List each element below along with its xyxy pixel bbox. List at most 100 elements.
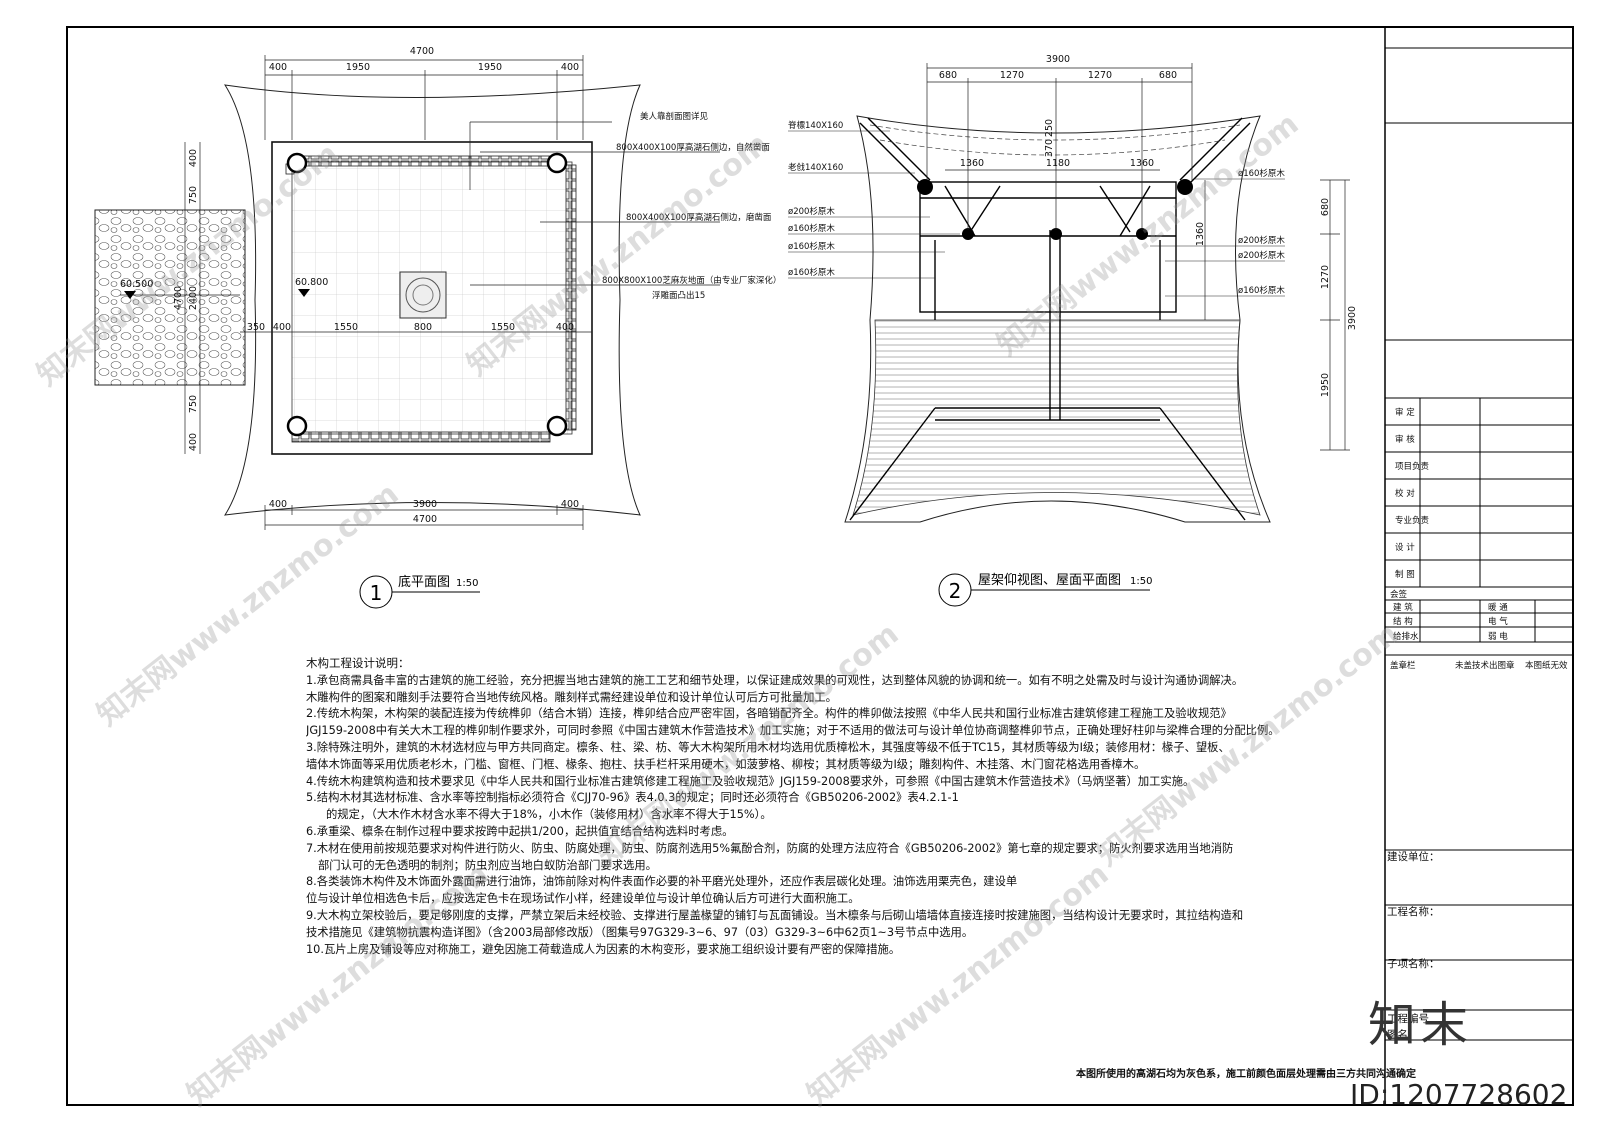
- tb-cs-2-1: 弱 电: [1488, 631, 1508, 642]
- plan2-dim-right-1: 1270: [1320, 265, 1331, 289]
- plan1-dim-center-4: 1550: [491, 322, 515, 333]
- plan1-dim-top-0: 400: [269, 62, 287, 73]
- plan2-dim-text: 3900 680 1270 1270 680 1360 1180 1360 37…: [939, 54, 1358, 397]
- plan2-dim-right-0: 680: [1320, 198, 1331, 216]
- plan1-dim-top-total: 4700: [410, 46, 434, 57]
- tb-role-6: 制 图: [1395, 569, 1415, 580]
- plan2-label-left-0: 脊標140X160: [788, 120, 843, 131]
- design-notes: 木构工程设计说明： 1.承包商需具备丰富的古建筑的施工经验，充分把握当地古建筑的…: [306, 655, 1356, 958]
- tb-project-label: 工程名称：: [1387, 905, 1440, 918]
- plan1-title-group: 1 底平面图 1:50: [359, 574, 480, 609]
- plan2-label-left-1: 老戗140X160: [788, 162, 843, 173]
- title-block-roles: 审 定 审 核 项目负责 校 对 专业负责 设 计 制 图 会签 建 筑 暖 通…: [1390, 407, 1568, 671]
- plan2-label-leaders: [788, 130, 1285, 297]
- plan2-dim-right-inner: 1360: [1195, 222, 1206, 246]
- notes-line: 的规定，（大木作木材含水率不得大于18%，小木作（装修用材）含水率不得大于15%…: [326, 808, 772, 822]
- plan1-dim-bottom-total: 4700: [413, 514, 437, 525]
- plan1-dim-text: 4700 400 1950 1950 400 400 3900 400 4700…: [120, 46, 579, 525]
- plan1-dim-bottom-1: 3900: [413, 499, 437, 510]
- plan2-dim-top-3: 680: [1159, 70, 1177, 81]
- tb-cs-1-0: 结 构: [1393, 616, 1413, 627]
- footnote: 本图所使用的高湖石均为灰色系，施工前颜色面层处理需由三方共同沟通确定: [1076, 1069, 1416, 1080]
- notes-line: JGJ159-2008中有关大木工程的榫卯制作要求外，可同时参照《中国古建筑木作…: [306, 724, 1280, 738]
- plan2-dim-inner-1: 1180: [1046, 158, 1070, 169]
- notes-line: 2.传统木构架，木构架的装配连接为传统榫卯（结合木销）连接，榫卯结合应严密牢固，…: [306, 707, 1232, 721]
- plan2-dim-inner-0: 1360: [960, 158, 984, 169]
- plan2-dim-vertical-small: 370: [1044, 139, 1055, 157]
- notes-title: 木构工程设计说明：: [306, 656, 410, 670]
- tb-role-0: 审 定: [1395, 407, 1415, 418]
- plan1-callout-0: 美人靠剖面图详见: [640, 111, 709, 122]
- plan2-dim-right-total: 3900: [1347, 306, 1358, 330]
- plan1-dim-center-5: 400: [556, 322, 574, 333]
- plan2-title: 屋架仰视图、屋面平面图: [978, 573, 1121, 588]
- tb-role-4: 专业负责: [1395, 515, 1430, 526]
- plan1-title: 底平面图: [398, 574, 450, 590]
- notes-line: 4.传统木构建筑构造和技术要求见《中华人民共和国行业标准古建筑修建工程施工及验收…: [306, 774, 1195, 788]
- tb-subitem-label: 子项名称：: [1387, 957, 1440, 970]
- tb-role-2: 项目负责: [1395, 461, 1430, 472]
- tb-cs-1-1: 电 气: [1488, 616, 1508, 627]
- notes-line: 1.承包商需具备丰富的古建筑的施工经验，充分把握当地古建筑的施工工艺和细节处理，…: [306, 673, 1244, 687]
- tb-client-label: 建设单位：: [1387, 850, 1440, 863]
- plan2-dim-inner-2: 1360: [1130, 158, 1154, 169]
- floor-plan-1: [94, 55, 641, 530]
- tb-cs-0-1: 暖 通: [1488, 602, 1508, 613]
- notes-line: 墙体木饰面等采用优质老杉木，门槛、窗框、门框、椽条、抱柱、扶手栏杆采用硬木，如菠…: [306, 757, 1146, 771]
- plan2-dim-vertical-small2: 250: [1044, 119, 1055, 137]
- plan2-label-left-5: ø160杉原木: [788, 267, 835, 278]
- plan2-number: 2: [949, 579, 962, 603]
- tb-countersign-label: 会签: [1390, 589, 1408, 600]
- tb-role-5: 设 计: [1395, 542, 1415, 553]
- plan2-dim-top-1: 1270: [1000, 70, 1024, 81]
- notes-line: 9.大木构立架校验后，要足够刚度的支撑，严禁立架后未经校验、支撑进行屋盖椽望的铺…: [306, 908, 1244, 922]
- tb-project-no-label: 工程编号: [1387, 1012, 1429, 1025]
- notes-line: 木雕构件的图案和雕刻手法要符合当地传统风格。雕刻样式需经建设单位和设计单位认可后…: [306, 690, 837, 704]
- plan1-dim-center-3: 800: [414, 322, 432, 333]
- plan1-dim-left-total: 4700: [173, 286, 184, 310]
- plan1-callout-4: 浮雕面凸出15: [652, 290, 705, 301]
- notes-line: 技术措施见《建筑物抗震构造详图》（含2003局部修改版）（图集号97G329-3…: [306, 925, 974, 939]
- plan1-dim-left-3: 750: [188, 395, 199, 413]
- plan2-label-right-2: ø200杉原木: [1238, 250, 1285, 261]
- plan1-level-0: 60.500: [120, 279, 153, 290]
- plan1-dim-center-0: 350: [247, 322, 265, 333]
- plan2-labels: 脊標140X160 老戗140X160 ø200杉原木 ø160杉原木 ø160…: [788, 120, 1285, 296]
- plan1-dim-left-1: 750: [188, 186, 199, 204]
- plan1-dim-top-1: 1950: [346, 62, 370, 73]
- plan2-dim-top-0: 680: [939, 70, 957, 81]
- plan1-level-markers: [124, 289, 310, 299]
- tb-cs-2-0: 给排水: [1393, 631, 1419, 642]
- plan2-dim-top-2: 1270: [1088, 70, 1112, 81]
- plan1-dim-center-1: 400: [273, 322, 291, 333]
- plan1-dim-left-4: 400: [188, 433, 199, 451]
- notes-line: 位与设计单位相选色卡后，应按选定色卡在现场试作小样，经建设单位与设计单位确认后方…: [306, 892, 860, 906]
- tb-stamp-note-2: 本图纸无效: [1525, 660, 1568, 671]
- title-block-fields: 建设单位： 工程名称： 子项名称： 工程编号 图名: [1387, 850, 1440, 1041]
- tb-role-1: 审 核: [1395, 434, 1415, 445]
- plan2-label-left-2: ø200杉原木: [788, 206, 835, 217]
- plan2-scale: 1:50: [1130, 576, 1152, 587]
- notes-line: 3.除特殊注明外，建筑的木材选材应与甲方共同商定。檩条、柱、梁、枋、等大木构架所…: [306, 740, 1230, 754]
- plan1-scale: 1:50: [456, 578, 478, 589]
- notes-line: 部门认可的无色透明的制剂；防虫剂应当地白蚁防治部门要求选用。: [318, 858, 657, 872]
- brand-logo: 知末: [1368, 997, 1473, 1053]
- plan2-label-left-3: ø160杉原木: [788, 223, 835, 234]
- plan1-dim-left-2: 2400: [188, 286, 199, 310]
- plan1-dim-bottom-0: 400: [269, 499, 287, 510]
- tb-stamp-label: 盖章栏: [1390, 660, 1416, 671]
- plan1-callout-3: 800X800X100芝麻灰地面（由专业厂家深化）: [602, 275, 781, 286]
- plan1-dim-top-3: 400: [561, 62, 579, 73]
- notes-line: 10.瓦片上房及铺设等应对称施工，避免因施工荷载造成人为因素的木构变形，要求施工…: [306, 942, 901, 956]
- notes-line: 7.木材在使用前按规范要求对构件进行防火、防虫、防腐处理，防虫、防腐剂选用5%氟…: [306, 841, 1234, 855]
- title-block-lines: [1385, 47, 1573, 1041]
- tb-drawing-label: 图名: [1387, 1028, 1408, 1041]
- plan1-dim-top-2: 1950: [478, 62, 502, 73]
- plan1-dim-left-0: 400: [188, 149, 199, 167]
- plan1-callout-1: 800X400X100厚高湖石侧边，自然凿面: [616, 142, 770, 153]
- plan1-callout-2: 800X400X100厚高湖石侧边，磨凿面: [626, 212, 772, 223]
- plan1-level-1: 60.800: [295, 277, 328, 288]
- tb-role-3: 校 对: [1395, 488, 1415, 499]
- plan2-label-right-1: ø200杉原木: [1238, 235, 1285, 246]
